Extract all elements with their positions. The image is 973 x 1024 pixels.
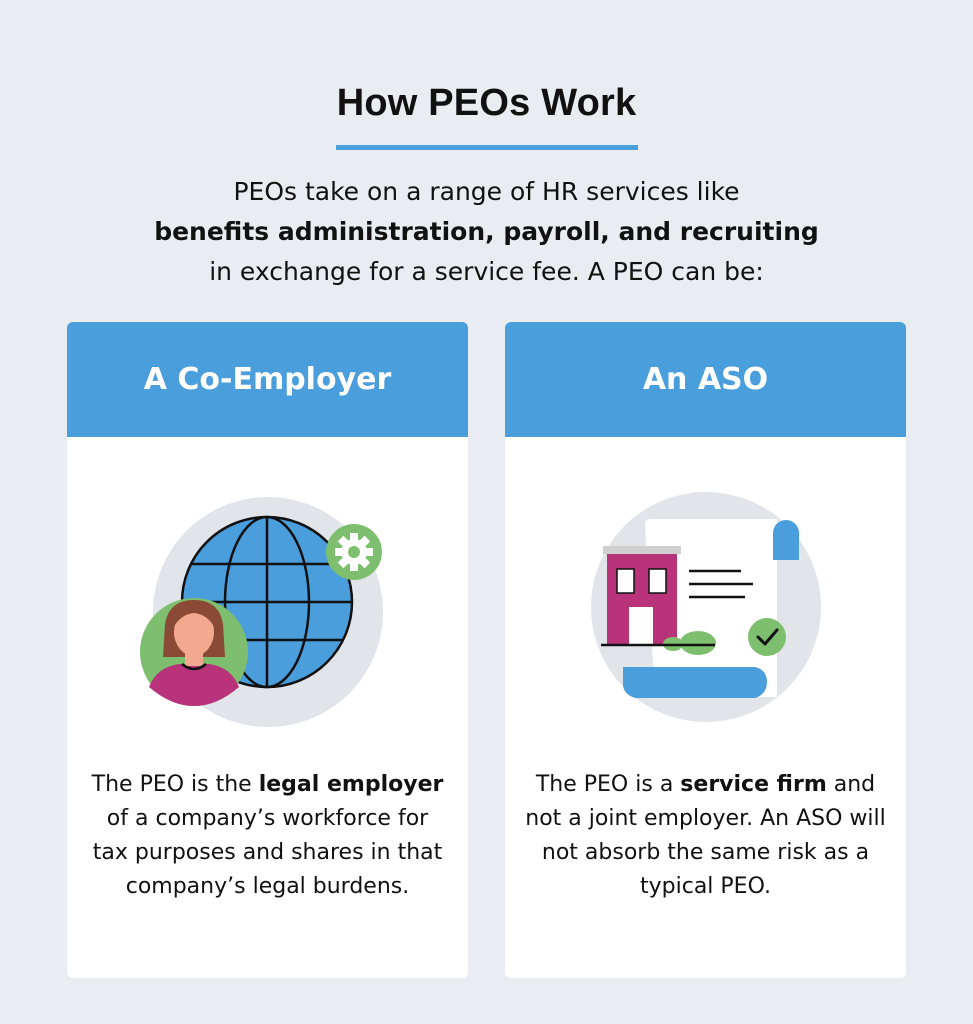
card-header: A Co-Employer bbox=[67, 322, 468, 437]
intro-line-2: benefits administration, payroll, and re… bbox=[154, 217, 819, 246]
card-co-employer: A Co-Employer The PEO is the legal emplo… bbox=[67, 322, 468, 978]
card-description: The PEO is the legal employer of a compa… bbox=[87, 768, 448, 904]
card-text-after: and not a joint employer. An ASO will no… bbox=[525, 772, 886, 899]
card-text-before: The PEO is a bbox=[535, 772, 681, 797]
card-text-bold: legal employer bbox=[258, 772, 444, 797]
title-underline bbox=[336, 145, 638, 150]
card-aso: An ASO The PEO is a service firm and not… bbox=[505, 322, 906, 978]
card-text-bold: service firm bbox=[680, 772, 827, 797]
document-building-check-icon bbox=[591, 492, 821, 722]
intro-line-3: in exchange for a service fee. A PEO can… bbox=[209, 257, 764, 286]
card-header: An ASO bbox=[505, 322, 906, 437]
card-text-after: of a company’s workforce for tax purpose… bbox=[92, 806, 443, 899]
card-description: The PEO is a service firm and not a join… bbox=[525, 768, 886, 904]
intro-text: PEOs take on a range of HR services like… bbox=[0, 172, 973, 292]
page-title: How PEOs Work bbox=[336, 82, 637, 124]
globe-person-gear-icon bbox=[140, 497, 383, 727]
intro-line-1: PEOs take on a range of HR services like bbox=[233, 177, 740, 206]
card-text-before: The PEO is the bbox=[91, 772, 259, 797]
